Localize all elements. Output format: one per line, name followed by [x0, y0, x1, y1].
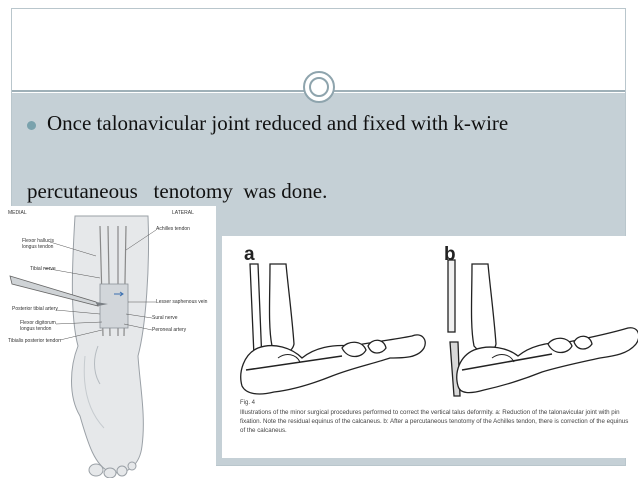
label-tibialis-posterior: Tibialis posterior tendon	[8, 338, 61, 344]
label-sural-nerve: Sural nerve	[152, 315, 178, 321]
figure-caption: Illustrations of the minor surgical proc…	[240, 409, 629, 434]
leg-drawing	[9, 215, 157, 479]
label-achilles: Achilles tendon	[156, 226, 190, 232]
label-posterior-tibial-artery: Posterior tibial artery	[12, 306, 58, 312]
label-lesser-saphenous: Lesser saphenous vein	[156, 299, 208, 305]
panel-a-label: a	[244, 244, 255, 265]
label-medial: MEDIAL	[8, 210, 27, 216]
decorative-ring-icon	[303, 71, 335, 103]
label-tibial-nerve: Tibial nerve	[30, 266, 56, 272]
label-fdl: Flexor digitorum longus tendon	[20, 320, 56, 332]
label-peroneal-artery: Peroneal artery	[152, 327, 187, 333]
label-lateral: LATERAL	[172, 210, 194, 216]
label-fhl: Flexor hallucis longus tendon	[22, 238, 54, 250]
foot-bones-drawing	[240, 259, 638, 397]
foot-illustration-figure: a b Fig. 4 Illustrations of the minor su…	[222, 236, 638, 458]
continuation-text: percutaneous tenotomy was done.	[27, 179, 328, 203]
bullet-text: Once talonavicular joint reduced and fix…	[47, 111, 509, 135]
figure-number: Fig. 4	[240, 400, 256, 406]
bullet-icon	[27, 121, 36, 130]
leg-anatomy-figure: MEDIAL LATERAL Achilles tendon Flexor ha…	[0, 206, 216, 479]
panel-b-label: b	[444, 244, 456, 265]
